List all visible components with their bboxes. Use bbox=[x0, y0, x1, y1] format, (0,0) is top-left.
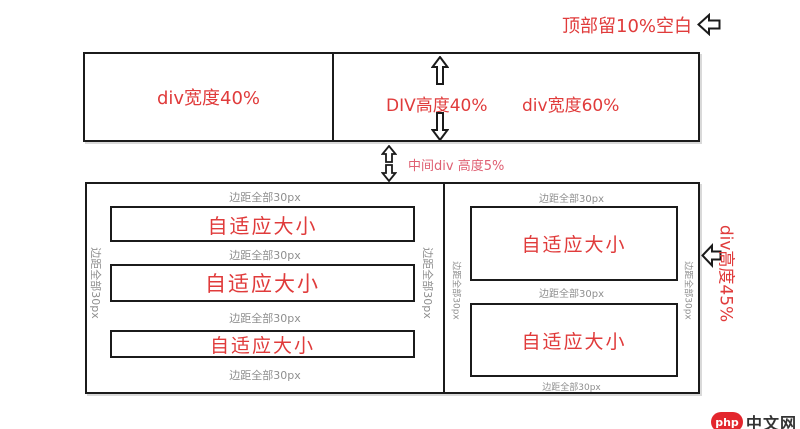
logo-badge: php bbox=[711, 412, 743, 429]
logo-text: 中文网 bbox=[746, 414, 798, 429]
margin-label: 边距全部30px bbox=[229, 191, 301, 204]
adaptive-box-label: 自适应大小 bbox=[209, 334, 315, 357]
div-height-label: DIV高度40% bbox=[386, 96, 488, 116]
middle-gap-annotation: 中间div 高度5% bbox=[408, 159, 505, 174]
left-arrow-icon bbox=[697, 13, 721, 36]
margin-label: 边距全部30px bbox=[229, 312, 301, 325]
left-arrow-icon bbox=[701, 242, 722, 269]
margin-label-vertical: 边距全部30px bbox=[450, 261, 461, 320]
adaptive-box: 自适应大小 bbox=[470, 206, 678, 281]
up-arrow-icon bbox=[381, 145, 397, 163]
margin-label: 边距全部30px bbox=[539, 194, 604, 205]
content-left-panel: 边距全部30px 自适应大小 边距全部30px 自适应大小 边距全部30px 自… bbox=[87, 184, 445, 392]
top-left-div: div宽度40% bbox=[85, 54, 334, 140]
margin-label: 边距全部30px bbox=[542, 383, 601, 393]
top-row-box: div宽度40% DIV高度40% div宽度60% bbox=[83, 52, 700, 142]
margin-label-vertical: 边距全部30px bbox=[421, 247, 434, 319]
adaptive-box: 自适应大小 bbox=[110, 206, 415, 242]
margin-label: 边距全部30px bbox=[229, 249, 301, 262]
adaptive-box-label: 自适应大小 bbox=[521, 330, 627, 353]
content-right-panel: 边距全部30px 自适应大小 边距全部30px 自适应大小 边距全部30px 边… bbox=[445, 184, 698, 393]
margin-label-vertical: 边距全部30px bbox=[682, 261, 693, 320]
adaptive-box-label: 自适应大小 bbox=[205, 272, 320, 296]
div-height-45-annotation: div高度45% bbox=[715, 224, 736, 323]
down-arrow-icon bbox=[381, 164, 397, 182]
up-arrow-icon bbox=[431, 56, 449, 85]
div-width-label: div宽度60% bbox=[522, 96, 620, 116]
adaptive-box: 自适应大小 bbox=[110, 330, 415, 358]
adaptive-box-label: 自适应大小 bbox=[521, 234, 627, 256]
margin-label: 边距全部30px bbox=[229, 369, 301, 382]
down-arrow-icon bbox=[431, 112, 449, 141]
site-logo: php 中文网 bbox=[711, 410, 797, 429]
top-left-div-label: div宽度40% bbox=[156, 88, 261, 109]
margin-label: 边距全部30px bbox=[539, 289, 604, 300]
adaptive-box: 自适应大小 bbox=[110, 264, 415, 302]
content-box: 边距全部30px 自适应大小 边距全部30px 自适应大小 边距全部30px 自… bbox=[85, 182, 700, 394]
adaptive-box: 自适应大小 bbox=[470, 303, 678, 377]
margin-label-vertical: 边距全部30px bbox=[89, 247, 102, 319]
adaptive-box-label: 自适应大小 bbox=[207, 213, 318, 238]
top-right-div: DIV高度40% div宽度60% bbox=[334, 54, 698, 141]
top-gap-annotation: 顶部留10%空白 bbox=[562, 16, 693, 37]
